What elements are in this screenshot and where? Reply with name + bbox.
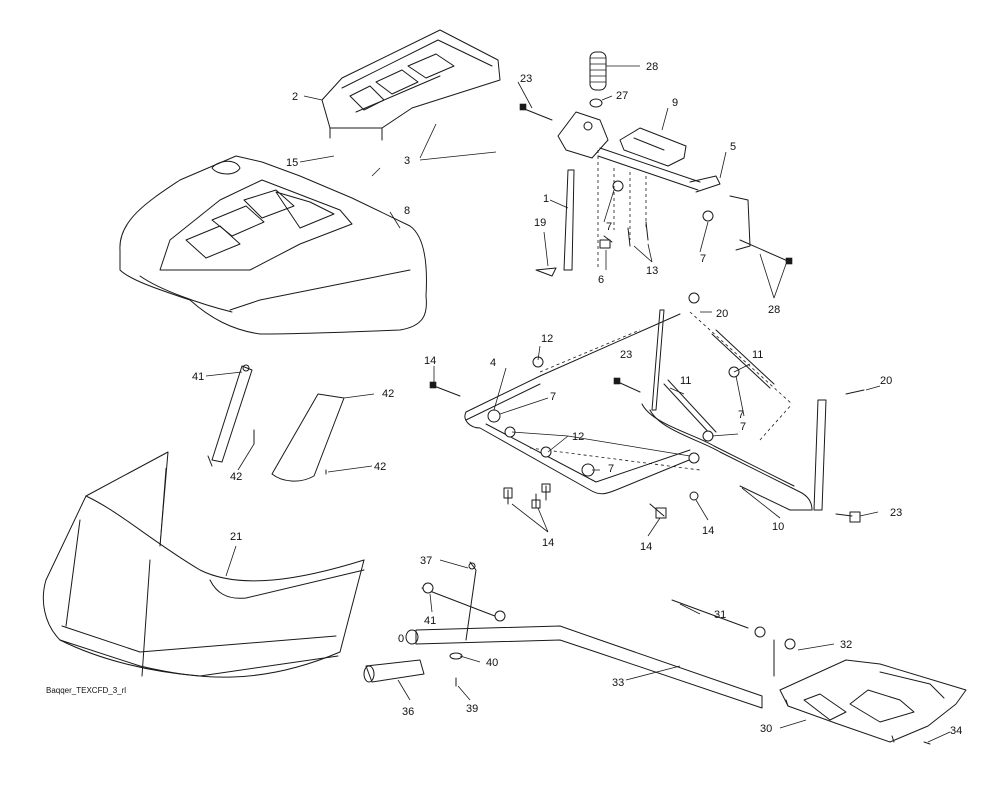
callout-9: 9 [672,97,678,109]
callout-11-a: 11 [752,349,763,361]
callout-28-bottom: 28 [768,304,780,316]
callout-11-b: 11 [680,375,691,387]
callout-28-top: 28 [646,61,658,73]
callout-39: 41 [424,615,436,627]
callout-23-mid: 23 [620,349,632,361]
callout-14-b: 14 [542,537,554,549]
part-8-hood [119,155,427,335]
callout-32: 32 [840,639,852,651]
callout-20-top: 20 [716,308,728,320]
callout-30: 30 [760,723,772,735]
callout-42-a: 42 [230,471,242,483]
leader-lines [159,65,951,743]
callout-36: 37 [420,555,432,567]
callout-34: 34 [950,725,962,737]
callout-13: 13 [646,265,658,277]
callout-15: 15 [286,157,298,169]
callout-27: 27 [616,90,628,102]
callout-31: 31 [714,609,726,621]
callout-40: 42 [382,388,394,400]
callout-14-c: 14 [640,541,652,553]
callout-42-b: 42 [374,461,386,473]
callout-7-a: 7 [606,221,612,233]
callout-4: 4 [490,357,496,369]
callout-21: 21 [230,531,242,543]
lower-linkage [363,561,967,745]
callout-14-a: 14 [424,355,436,367]
callout-23-right: 23 [890,507,902,519]
callout-37: 39 [466,703,478,715]
callout-41: 41 [192,371,204,383]
callout-7-b: 7 [700,253,706,265]
callout-12-b: 12 [572,431,584,443]
callout-labels: 2 15 3 8 23 28 27 9 5 1 19 6 7 13 7 28 2… [46,61,962,737]
callout-19: 19 [534,217,546,229]
callout-6: 6 [598,274,604,286]
callout-12-a: 12 [541,333,553,345]
callout-23-top: 23 [520,73,532,85]
callout-10: 10 [772,521,784,533]
callout-5: 5 [730,141,736,153]
callout-0: 0 [398,633,404,645]
part-2-upper-cover [321,29,501,141]
callout-2: 2 [292,91,298,103]
lever-assembly [519,51,793,277]
parts-40-41-42 [207,364,345,482]
callout-7-e: 7 [740,421,746,433]
callout-3: 3 [404,155,410,167]
callout-7-c: 7 [550,391,556,403]
callout-20-right: 20 [880,375,892,387]
drawing-code: Baqqer_TEXCFD_3_rl [46,686,126,695]
callout-7-d: 7 [738,409,744,421]
callout-14-d: 14 [702,525,714,537]
callout-8: 8 [404,205,410,217]
callout-35: 36 [402,706,414,718]
callout-33: 33 [612,677,624,689]
callout-1: 1 [543,193,549,205]
callout-38: 40 [486,657,498,669]
callout-7-f: 7 [608,463,614,475]
part-21-front-grille [42,451,365,678]
